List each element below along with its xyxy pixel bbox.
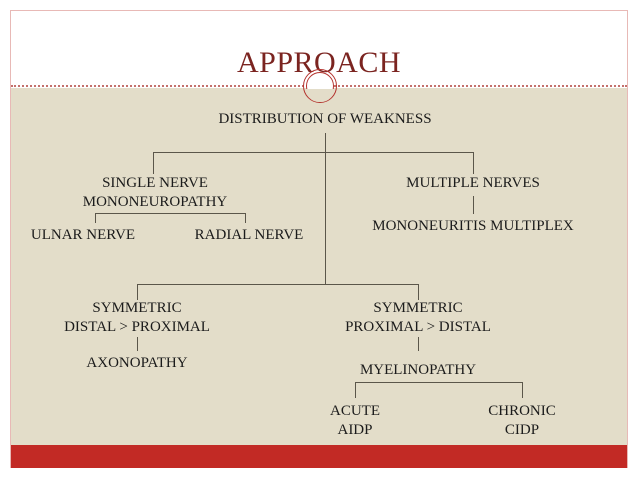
node-distribution-of-weakness: DISTRIBUTION OF WEAKNESS	[145, 110, 505, 129]
node-myelinopathy: MYELINOPATHY	[318, 361, 518, 380]
connector-level1-left-drop	[153, 152, 154, 174]
connector-level1-bar	[153, 152, 473, 153]
node-label-line2: CIDP	[504, 422, 540, 438]
node-label-line1: SYMMETRIC	[92, 300, 182, 316]
node-symmetric-proximal-distal: SYMMETRIC PROXIMAL > DISTAL	[318, 299, 518, 337]
connector-myelinopathy-bar	[355, 382, 522, 383]
connector-level1-right-drop	[473, 152, 474, 174]
node-symmetric-distal-proximal: SYMMETRIC DISTAL > PROXIMAL	[37, 299, 237, 337]
decorative-ring-mask	[306, 89, 334, 102]
connector-level2-right-drop	[418, 284, 419, 300]
content-background	[11, 88, 627, 445]
node-label-line2: AIDP	[337, 422, 373, 438]
node-chronic-cidp: CHRONIC CIDP	[452, 402, 592, 440]
connector-radial-drop	[245, 213, 246, 223]
node-label: MYELINOPATHY	[359, 362, 477, 378]
connector-axonopathy-stem	[137, 337, 138, 351]
node-label: MONONEURITIS MULTIPLEX	[372, 218, 574, 234]
node-label-line2: PROXIMAL > DISTAL	[345, 319, 491, 335]
node-label: DISTRIBUTION OF WEAKNESS	[218, 111, 432, 127]
node-label-line1: CHRONIC	[488, 403, 556, 419]
node-label-line2: DISTAL > PROXIMAL	[64, 319, 210, 335]
node-radial-nerve: RADIAL NERVE	[179, 226, 319, 245]
decorative-ring-outer-icon	[303, 69, 337, 103]
connector-center-trunk	[325, 152, 326, 284]
connector-myelinopathy-stem	[418, 337, 419, 351]
node-axonopathy: AXONOPATHY	[37, 354, 237, 373]
node-label: AXONOPATHY	[86, 355, 188, 371]
node-label-line1: ACUTE	[330, 403, 380, 419]
node-label-line1: SYMMETRIC	[373, 300, 463, 316]
node-acute-aidp: ACUTE AIDP	[285, 402, 425, 440]
connector-chronic-drop	[522, 382, 523, 398]
node-label-line1: SINGLE NERVE	[102, 175, 208, 191]
connector-level2-bar	[137, 284, 418, 285]
node-label: ULNAR NERVE	[30, 227, 136, 243]
node-single-nerve: SINGLE NERVE MONONEUROPATHY	[55, 174, 255, 212]
connector-mononeuropathy-bar	[95, 213, 245, 214]
connector-root-stem	[325, 133, 326, 153]
node-multiple-nerves: MULTIPLE NERVES	[373, 174, 573, 193]
connector-multiple-nerves-stem	[473, 196, 474, 214]
node-label: RADIAL NERVE	[194, 227, 304, 243]
node-label-line2: MONONEUROPATHY	[82, 194, 228, 210]
connector-acute-drop	[355, 382, 356, 398]
connector-level2-left-drop	[137, 284, 138, 300]
node-ulnar-nerve: ULNAR NERVE	[13, 226, 153, 245]
node-label: MULTIPLE NERVES	[406, 175, 540, 191]
node-mononeuritis-multiplex: MONONEURITIS MULTIPLEX	[353, 217, 593, 236]
connector-ulnar-drop	[95, 213, 96, 223]
footer-accent-bar	[11, 445, 627, 468]
